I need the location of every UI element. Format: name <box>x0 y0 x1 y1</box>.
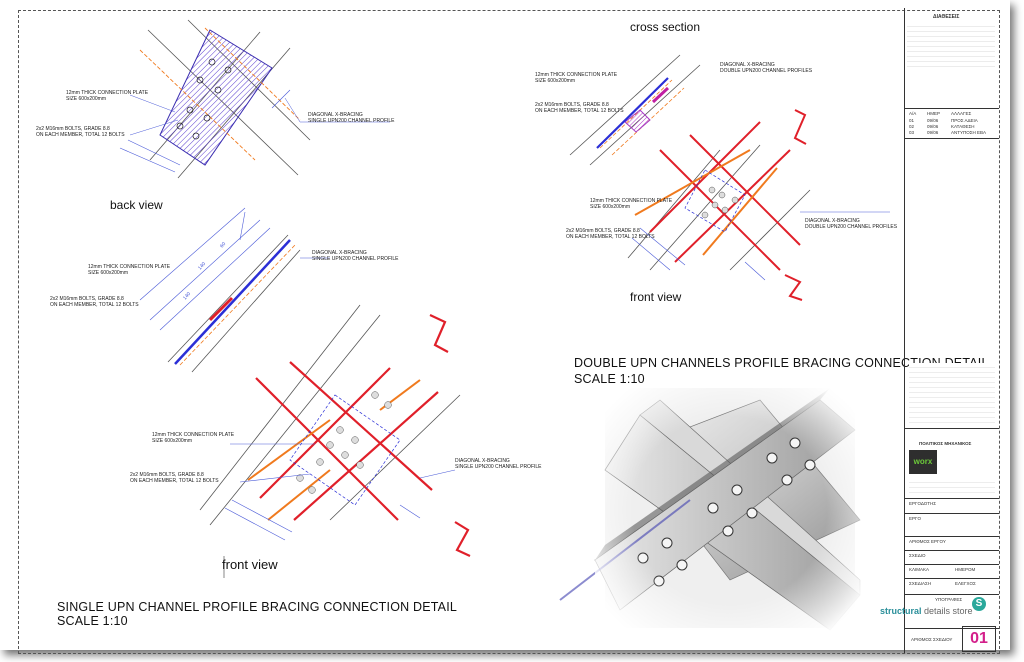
designer-label: ΠΟΛΙΤΙΚΟΣ ΜΗΧΑΝΙΚΟΣ <box>919 441 972 446</box>
designer-address <box>909 363 995 423</box>
brand-name: structural details store <box>880 606 973 616</box>
company-address <box>909 478 995 496</box>
rev-row-3-text: ΑΝΤΥΠΟΣΗ ΕΒΑ <box>951 130 987 135</box>
rev-row-2-no: 02 <box>909 124 915 129</box>
cross-section-drawing <box>569 54 807 166</box>
rev-row-3-date: 09/06 <box>927 130 939 135</box>
front-view-left-main-drawing <box>199 304 471 578</box>
title-block: ΔΙΑΘΕΣΕΙΣ Α/Α ΗΜΕΡ ΑΛΛΑΓΕΣ 01 09/06 ΠΡΟΣ… <box>904 8 999 653</box>
signatures-label: ΥΠΟΓΡΑΦΕΣ <box>935 597 963 602</box>
rev-row-2-date: 09/06 <box>927 124 939 129</box>
front-view-right-label: front view <box>630 290 682 304</box>
single-detail-title: SINGLE UPN CHANNEL PROFILE BRACING CONNE… <box>57 600 458 614</box>
drawing-label: ΣΧΕΔΙΟ <box>909 553 926 558</box>
cross-section-label: cross section <box>630 20 701 34</box>
rev-col-changes: ΑΛΛΑΓΕΣ <box>951 111 972 116</box>
checked-label: ΕΛΕΓΧΟΣ <box>955 581 976 586</box>
double-detail-title: DOUBLE UPN CHANNELS PROFILE BRACING CONN… <box>574 356 989 370</box>
svg-text:140: 140 <box>197 261 207 271</box>
revisions-header: ΔΙΑΘΕΣΕΙΣ <box>933 14 960 20</box>
double-detail-scale: SCALE 1:10 <box>574 372 645 386</box>
sheet-no-label: ΑΡΙΘΜΟΣ ΣΧΕΔΙΟΥ <box>911 637 953 642</box>
rev-row-1-text: ΠΡΟΣ ΑΔΕΙΑ <box>951 118 978 123</box>
rev-row-3-no: 03 <box>909 130 915 135</box>
brand-icon: S <box>972 597 986 611</box>
drawing-no-label: ΑΡΙΘΜΟΣ ΕΡΓΟΥ <box>909 539 946 544</box>
3d-render-illustration <box>559 380 865 640</box>
company-logo: worx <box>909 450 937 474</box>
front-view-left-label: front view <box>222 557 278 572</box>
back-view-drawing <box>119 19 390 179</box>
date-label: ΗΜΕΡΟΜ <box>955 567 976 572</box>
scale-label: ΚΛΙΜΑΚΑ <box>909 567 930 572</box>
rev-row-1-date: 09/06 <box>927 118 939 123</box>
rev-row-1-no: 01 <box>909 118 915 123</box>
owner-label: ΕΡΓΟΔΟΤΗΣ <box>909 501 937 506</box>
svg-text:60: 60 <box>219 241 227 249</box>
rev-row-2-text: ΚΑΤΑΘΕΣΗ <box>951 124 975 129</box>
front-view-left-top-drawing: 140 140 60 <box>139 207 330 373</box>
back-view-label: back view <box>110 198 163 212</box>
designed-label: ΣΧΕΔΙΑΣΗ <box>909 581 932 586</box>
revisions-notes <box>907 22 995 68</box>
rev-col-date: ΗΜΕΡ <box>927 111 941 116</box>
front-view-right-drawing <box>627 121 890 301</box>
svg-text:140: 140 <box>182 291 192 301</box>
rev-col-no: Α/Α <box>909 111 917 116</box>
project-label: ΕΡΓΟ <box>909 516 921 521</box>
single-detail-scale: SCALE 1:10 <box>57 614 128 628</box>
sheet-number: 01 <box>962 626 996 652</box>
drawing-frame <box>18 10 1000 654</box>
